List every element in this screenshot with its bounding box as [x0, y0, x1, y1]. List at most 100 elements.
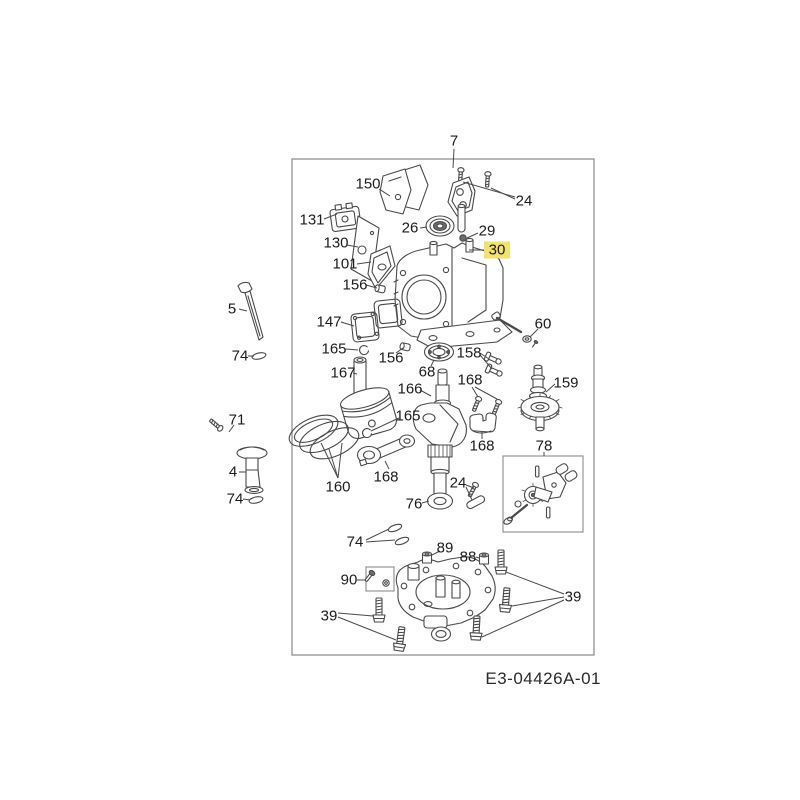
part-label-29: 29: [479, 223, 496, 240]
gasket-147-b: [350, 311, 380, 343]
cylinder-block: [393, 237, 504, 342]
leader-line: [365, 528, 390, 541]
part-label-74-upper-left: 74: [232, 348, 249, 365]
leader-line: [337, 612, 374, 617]
leader-line: [228, 424, 235, 433]
leader-line: [242, 498, 251, 501]
part-label-165-pin-ring: 165: [321, 341, 346, 358]
seal-26: [425, 215, 455, 237]
leader-line: [370, 417, 400, 432]
part-label-166: 166: [397, 381, 422, 398]
bolt-24-lower: [466, 480, 480, 499]
leader-line: [421, 500, 430, 504]
leader-line: [505, 571, 565, 595]
part-label-89: 89: [437, 540, 454, 557]
part-label-167: 167: [330, 365, 355, 382]
bolt-39-right-1: [494, 549, 508, 575]
leader-lines-layer: [228, 148, 565, 641]
bolt-39-right-2: [498, 586, 514, 613]
piston-166-assembly: [339, 387, 398, 439]
leader-line: [352, 372, 358, 375]
crankshaft-166: [412, 368, 467, 503]
piston-pin-167: [353, 356, 367, 396]
leader-line: [490, 187, 516, 200]
governor-rod-60: [491, 311, 539, 348]
dowel-pin-24: [466, 495, 486, 510]
part-label-156-upper: 156: [342, 277, 367, 294]
part-label-158: 158: [456, 345, 481, 362]
leader-line: [323, 213, 338, 220]
leader-line: [529, 328, 539, 338]
drain-screw-90: [364, 569, 390, 587]
leader-line: [340, 321, 355, 327]
governor-group-box-78: [502, 455, 584, 533]
bolt-39-left-1: [372, 597, 386, 623]
part-label-76: 76: [406, 496, 423, 513]
oil-fill-tube-4: [236, 446, 268, 494]
part-label-74-lower-left: 74: [227, 491, 244, 508]
nut-29: [459, 234, 467, 242]
part-label-88: 88: [460, 549, 477, 566]
leader-line: [452, 148, 455, 169]
part-label-24-lower: 24: [450, 475, 467, 492]
leader-line: [419, 389, 432, 397]
part-label-71: 71: [229, 412, 246, 429]
part-label-165-clip: 165: [395, 408, 420, 425]
part-label-101: 101: [332, 256, 357, 273]
part-label-130: 130: [323, 235, 348, 252]
leader-line: [384, 460, 390, 470]
lifters-158: [483, 351, 503, 377]
connecting-rod-168: [356, 434, 416, 467]
leader-line: [337, 442, 343, 479]
diagram-border: [291, 158, 595, 656]
engine-parts-artwork: [207, 164, 578, 653]
leader-line: [395, 347, 404, 354]
leader-line: [320, 442, 339, 479]
leader-line: [475, 556, 480, 559]
part-label-74-sump: 74: [347, 534, 364, 551]
gasket-147-a: [373, 298, 403, 329]
leader-line: [238, 308, 248, 312]
part-label-39-left: 39: [321, 608, 338, 625]
retaining-ring-165: [359, 344, 370, 356]
clip-165: [362, 427, 373, 439]
part-label-68: 68: [419, 364, 436, 381]
leader-line: [545, 383, 556, 393]
part-label-160: 160: [325, 479, 350, 496]
leader-line: [481, 599, 565, 638]
leader-line: [511, 596, 565, 607]
valve-tappet: [457, 203, 466, 233]
part-label-7: 7: [450, 133, 458, 150]
part-label-168-bracket: 168: [469, 438, 494, 455]
bolt-24-b: [483, 170, 492, 188]
leader-line: [431, 550, 441, 556]
ball-bearing-68: [423, 342, 455, 362]
o-ring-74-c: [386, 522, 404, 534]
leader-line: [466, 232, 479, 239]
bolt-71: [207, 417, 225, 433]
part-label-147: 147: [316, 314, 341, 331]
leader-line: [465, 484, 475, 489]
o-ring-74-d: [393, 535, 411, 547]
leader-line: [430, 359, 435, 367]
leader-line: [346, 244, 359, 248]
heat-shield-150: [379, 164, 429, 215]
highlight-box-30: [484, 241, 510, 259]
bushing-89: [421, 551, 433, 564]
leader-line: [365, 539, 396, 543]
part-label-60: 60: [535, 316, 552, 333]
leader-line: [378, 188, 391, 197]
camshaft-159: [517, 364, 563, 432]
part-label-78: 78: [536, 438, 553, 455]
leader-line: [474, 386, 498, 400]
piston-rings-160: [288, 414, 360, 460]
part-label-131: 131: [299, 212, 324, 229]
leader-line: [479, 352, 490, 360]
part-label-159: 159: [553, 375, 578, 392]
part-label-156-lower: 156: [378, 350, 403, 367]
bracket-168: [469, 412, 497, 434]
part-label-30: 30: [489, 242, 506, 259]
